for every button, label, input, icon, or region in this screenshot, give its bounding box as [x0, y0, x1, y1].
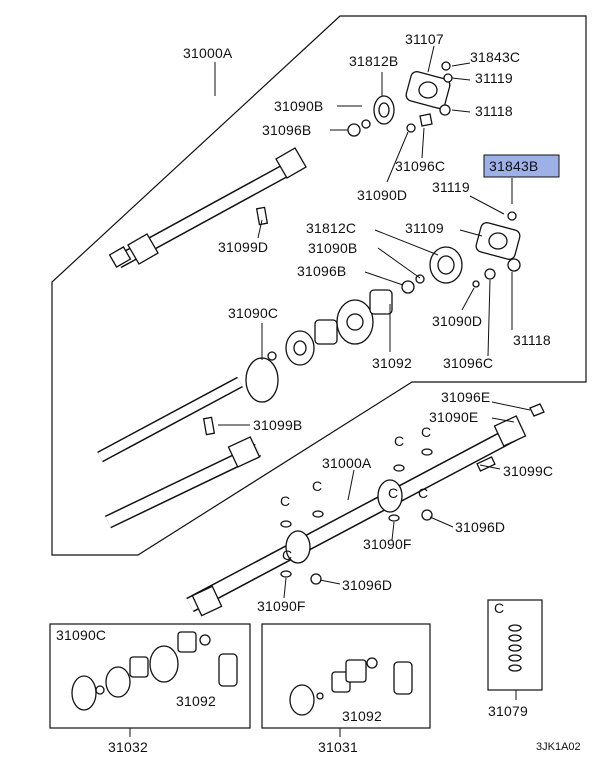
label-31000A-lower: 31000A: [322, 455, 372, 471]
label-c-6: C: [282, 547, 292, 563]
label-31090E: 31090E: [429, 409, 478, 425]
label-c-1: C: [394, 433, 404, 449]
label-31118-upper: 31118: [475, 103, 513, 119]
label-31090F-right: 31090F: [363, 536, 412, 552]
label-31843C: 31843C: [470, 49, 520, 65]
label-c-5: C: [388, 485, 398, 501]
label-c-4: C: [312, 478, 322, 494]
label-c-7: C: [418, 485, 428, 501]
label-31031: 31031: [318, 739, 358, 755]
kit-box-31031: [261, 623, 431, 729]
label-31096C-upper: 31096C: [395, 158, 445, 174]
small-hardware: [280, 403, 545, 585]
middle-shaft: [97, 376, 243, 463]
label-31096B-upper: 31096B: [262, 122, 311, 138]
part-labels: 31000A 31107 31843C 31812B 31119 31090B …: [56, 31, 581, 755]
rear-shaft-upper: [104, 436, 262, 529]
cv-joint-group: [245, 289, 393, 403]
label-31099B: 31099B: [253, 417, 302, 433]
label-31107: 31107: [405, 31, 444, 47]
kit-box-31032: [49, 623, 251, 729]
kit-31031-parts: [289, 657, 413, 716]
label-31032: 31032: [108, 739, 148, 755]
lower-center-bearing: [401, 211, 521, 294]
diagram-code: 3JK1A02: [536, 741, 581, 753]
label-31099D: 31099D: [218, 239, 268, 255]
label-31096D-right: 31096D: [455, 519, 505, 535]
label-31090C-kit: 31090C: [56, 627, 106, 643]
kit-31079-washers: [508, 624, 522, 672]
label-c-kit: C: [494, 600, 504, 616]
label-31090C-upper: 31090C: [228, 305, 278, 321]
label-31092-kit1: 31092: [176, 693, 216, 709]
label-31090F-lower: 31090F: [257, 598, 306, 614]
label-31092-upper: 31092: [372, 355, 412, 371]
kit-box-31079: [487, 599, 543, 691]
leader-lines: [129, 45, 531, 737]
kit-31032-parts: [71, 631, 238, 711]
label-31000A: 31000A: [183, 45, 233, 61]
label-31090D-upper: 31090D: [357, 187, 407, 203]
upper-center-bearing: [347, 61, 453, 137]
propeller-shaft: [186, 415, 527, 617]
label-31119-lower: 31119: [432, 179, 470, 195]
label-31090B-upper: 31090B: [274, 98, 323, 114]
label-c-2: C: [421, 424, 431, 440]
label-31099C: 31099C: [503, 463, 553, 479]
label-31096C-lower: 31096C: [443, 355, 493, 371]
label-31812C: 31812C: [306, 220, 356, 236]
highlight-31843B: [483, 154, 560, 178]
label-31090B-lower: 31090B: [308, 240, 357, 256]
label-31843B: 31843B: [489, 158, 538, 174]
label-31119-upper: 31119: [475, 70, 513, 86]
assembly-outline: [51, 15, 587, 556]
label-31096D-lower: 31096D: [342, 577, 392, 593]
front-shaft: [108, 147, 307, 269]
label-c-3: C: [280, 493, 290, 509]
label-31096B-lower: 31096B: [297, 263, 346, 279]
label-31092-kit2: 31092: [342, 708, 382, 724]
label-31109: 31109: [405, 220, 444, 236]
label-31096E: 31096E: [441, 389, 490, 405]
label-31118-lower: 31118: [513, 332, 551, 348]
label-31090D-lower: 31090D: [432, 313, 482, 329]
label-31079: 31079: [488, 703, 528, 719]
label-31812B: 31812B: [349, 53, 398, 69]
